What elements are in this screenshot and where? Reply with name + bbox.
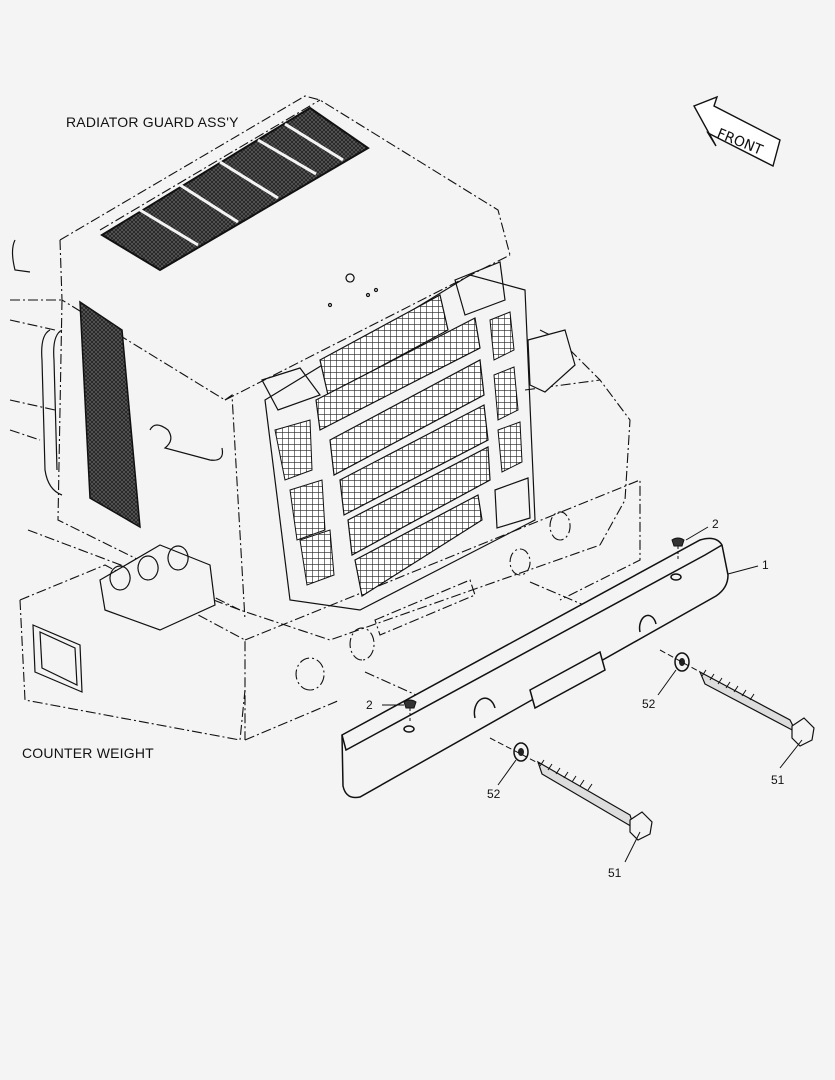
radiator-guard-title: RADIATOR GUARD ASS'Y — [66, 114, 239, 130]
washer-part-52-right — [674, 652, 690, 672]
side-grille — [79, 300, 141, 529]
callout-51-right: 51 — [771, 773, 785, 787]
callout-1: 1 — [762, 558, 769, 572]
bolt-part-51-left — [536, 759, 653, 841]
machine-details — [11, 239, 576, 693]
counter-weight-title: COUNTER WEIGHT — [22, 745, 154, 761]
callout-52-right: 52 — [642, 697, 656, 711]
plug-part-2-upper — [671, 537, 685, 560]
radiator-top-grille — [100, 106, 370, 272]
callout-2-lower: 2 — [366, 698, 373, 712]
callout-51-left: 51 — [608, 866, 622, 880]
assembly-lines — [489, 649, 701, 765]
plug-part-2-lower — [403, 699, 417, 722]
front-arrow: FRONT — [693, 95, 781, 168]
callout-52-left: 52 — [487, 787, 501, 801]
bumper-bar-part-1 — [341, 537, 729, 799]
front-grille — [274, 294, 523, 597]
bolt-part-51-right — [698, 669, 815, 747]
leader-lines — [382, 526, 803, 863]
callout-2-upper: 2 — [712, 517, 719, 531]
